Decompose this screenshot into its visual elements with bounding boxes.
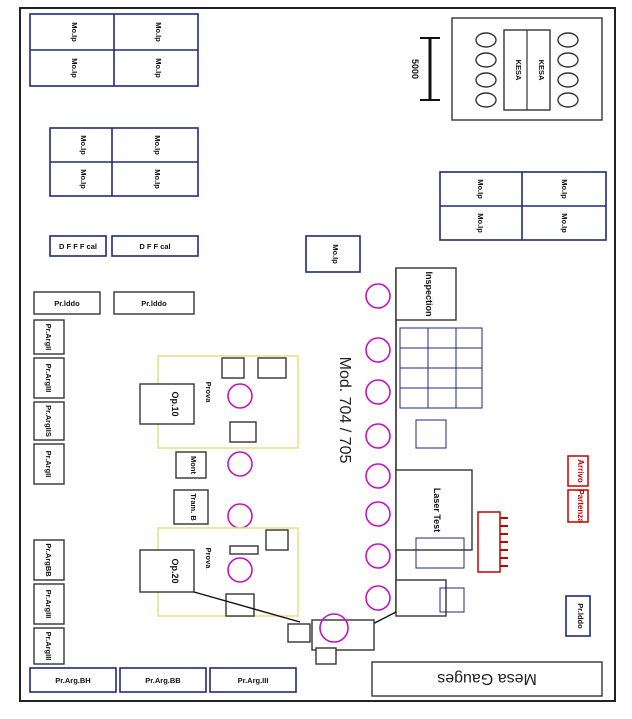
second-grid-label-2: Mo.Ip bbox=[153, 135, 162, 155]
op20-cell: Op.20 Prova bbox=[139, 529, 301, 623]
right-grid-label-2: Mo.Ip bbox=[560, 179, 569, 199]
bottom-label-2: Pr.Arg.BB bbox=[145, 676, 181, 685]
table-label-1: KESA bbox=[514, 60, 523, 81]
mid2-label: Tram. B bbox=[189, 493, 198, 521]
main-line: Inspection Laser Test bbox=[287, 267, 473, 665]
strip-c-box bbox=[33, 291, 101, 315]
br-box bbox=[565, 595, 591, 637]
red-box-1-label: Arrivo bbox=[576, 459, 585, 483]
argo-b-label-2: Pr.ArgIII bbox=[44, 590, 53, 619]
red-gauge-ticks bbox=[500, 517, 508, 567]
scale-bar: 5000 bbox=[410, 37, 440, 101]
laser-label: Laser Test bbox=[432, 488, 442, 532]
bottom-label-1: Pr.Arg.BH bbox=[55, 676, 90, 685]
bottom-row: Pr.Arg.BH Pr.Arg.BB Pr.Arg.III bbox=[29, 667, 297, 693]
caption-box bbox=[371, 661, 603, 697]
op10-cell: Op.10 Prova bbox=[139, 357, 287, 443]
strip-d-label: Pr.lddo bbox=[141, 299, 167, 308]
red-box-2-label: Partenza bbox=[576, 489, 585, 523]
op10-prova: Prova bbox=[204, 382, 213, 404]
shelf-grids bbox=[399, 327, 483, 613]
argo-label-3: Pr.ArgIIS bbox=[44, 405, 53, 437]
strip-d-box bbox=[113, 291, 195, 315]
strip-a-label: D F F F cal bbox=[59, 242, 97, 251]
argo-label-1: Pr.ArgII bbox=[44, 324, 53, 351]
strip-b-box bbox=[111, 235, 199, 257]
second-grid-label-4: Mo.Ip bbox=[153, 169, 162, 189]
argo-b-label-1: Pr.ArgBB bbox=[44, 543, 53, 577]
mid-box bbox=[305, 235, 361, 273]
argo-label-2: Pr.ArgIII bbox=[44, 364, 53, 393]
strip-a-box bbox=[49, 235, 107, 257]
outer-frame bbox=[19, 7, 616, 702]
right-grid-label-1: Mo.Ip bbox=[476, 179, 485, 199]
strip-c-label: Pr.lddo bbox=[54, 299, 80, 308]
inspection-label: Inspection bbox=[424, 271, 434, 316]
op20-prova: Prova bbox=[204, 548, 213, 570]
op20-label: Op.20 bbox=[170, 558, 180, 583]
mid-box-label: Mo.Ip bbox=[331, 244, 340, 264]
br-box-label: Pr.lddo bbox=[576, 603, 585, 629]
bottom-label-3: Pr.Arg.III bbox=[238, 676, 269, 685]
top-grid-label-1: Mo.Ip bbox=[70, 22, 79, 42]
argo-column: Pr.ArgII Pr.ArgIII Pr.ArgIIS Pr.ArgII bbox=[33, 319, 65, 485]
meeting-table: KESA KESA bbox=[451, 17, 603, 121]
robot-rings bbox=[227, 283, 391, 643]
red-gauge-strip bbox=[477, 511, 501, 573]
argo-label-4: Pr.ArgII bbox=[44, 451, 53, 478]
mid2-box bbox=[173, 489, 209, 525]
top-left-grid: Mo.Ip Mo.Ip Mo.Ip Mo.Ip bbox=[29, 13, 199, 87]
right-grid-label-4: Mo.Ip bbox=[560, 213, 569, 233]
table-label-2: KESA bbox=[537, 60, 546, 81]
top-grid-label-2: Mo.Ip bbox=[154, 22, 163, 42]
top-grid-label-4: Mo.Ip bbox=[154, 58, 163, 78]
red-box-2 bbox=[567, 489, 589, 523]
second-grid-label-3: Mo.Ip bbox=[79, 169, 88, 189]
right-grid-label-3: Mo.Ip bbox=[476, 213, 485, 233]
strip-b-label: D F F cal bbox=[139, 242, 170, 251]
second-grid-label-1: Mo.Ip bbox=[79, 135, 88, 155]
second-left-grid: Mo.Ip Mo.Ip Mo.Ip Mo.Ip bbox=[49, 127, 199, 197]
inspection-box bbox=[395, 267, 457, 321]
mid1-box bbox=[175, 451, 207, 479]
argo-column-b: Pr.ArgBB Pr.ArgIII Pr.ArgIII bbox=[33, 539, 65, 665]
caption-text: Mesa Gauges bbox=[437, 670, 537, 687]
line-label: Mod. 704 / 705 bbox=[336, 357, 353, 464]
red-box-1 bbox=[567, 455, 589, 487]
argo-b-label-3: Pr.ArgIII bbox=[44, 632, 53, 661]
top-grid-label-3: Mo.Ip bbox=[70, 58, 79, 78]
scale-label: 5000 bbox=[410, 59, 420, 79]
mid1-label: Mont bbox=[189, 456, 198, 474]
laser-box bbox=[395, 469, 473, 551]
op10-label: Op.10 bbox=[170, 391, 180, 416]
right-grid: Mo.Ip Mo.Ip Mo.Ip Mo.Ip bbox=[439, 171, 607, 241]
